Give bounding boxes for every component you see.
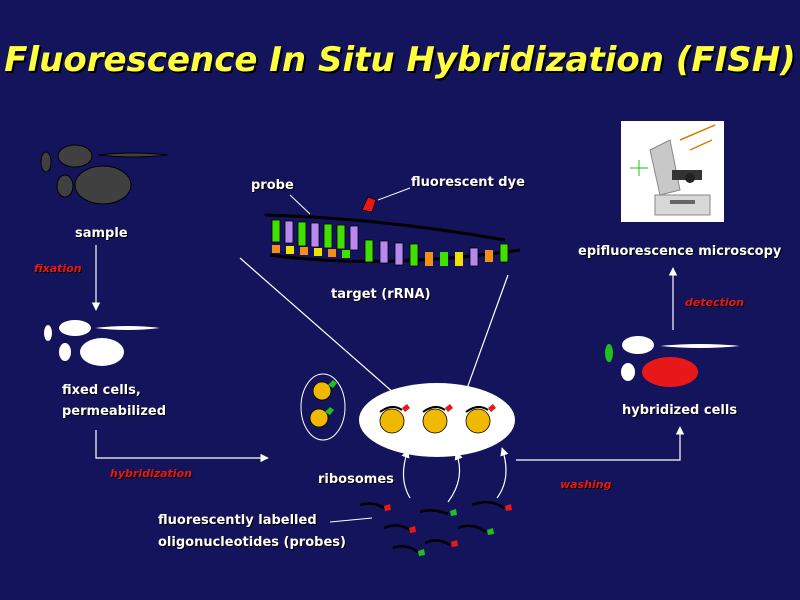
- fixed-cells: [44, 320, 160, 366]
- probe-bases: [271, 219, 359, 251]
- dye-pointer: [377, 187, 411, 201]
- probe-entry-arrows: [401, 447, 509, 503]
- hybridization-arrow: [95, 430, 269, 463]
- fluorescent-dye-label: fluorescent dye: [411, 175, 525, 190]
- zoom-line-right: [464, 274, 509, 395]
- hybridized-cells-label: hybridized cells: [622, 403, 738, 418]
- hybridized-cells: [605, 336, 740, 387]
- target-label: target (rRNA): [331, 287, 431, 302]
- rrna-target-strand: [264, 196, 521, 267]
- probes-label-line2: oligonucleotides (probes): [158, 535, 346, 550]
- sample-cells: [40, 144, 169, 205]
- microscopy-label: epifluorescence microscopy: [578, 244, 782, 259]
- fluorescent-dye-marker: [361, 196, 377, 213]
- probe-pointer: [289, 194, 311, 215]
- microscope-image: [621, 121, 724, 222]
- probe-label: probe: [251, 178, 294, 193]
- probes-label-line1: fluorescently labelled: [158, 513, 317, 528]
- washing-arrow: [516, 426, 685, 461]
- page-title: Fluorescence In Situ Hybridization (FISH…: [4, 40, 796, 80]
- target-bases: [272, 239, 509, 267]
- ribosome-outline: [300, 373, 346, 441]
- probes-pointer: [329, 517, 373, 523]
- hybridization-label: hybridization: [110, 467, 192, 480]
- zoom-line-left: [239, 257, 396, 395]
- detection-label: detection: [685, 296, 744, 309]
- fixed-cells-label-line2: permeabilized: [62, 404, 167, 419]
- fixed-cells-label-line1: fixed cells,: [62, 383, 141, 398]
- washing-label: washing: [560, 478, 612, 491]
- sample-label: sample: [75, 226, 128, 241]
- fixation-label: fixation: [34, 262, 82, 275]
- free-probes: [359, 500, 512, 556]
- cell-ribosomes: [379, 404, 496, 434]
- ribosome-pair: [309, 380, 337, 428]
- ribosomes-label: ribosomes: [318, 472, 394, 487]
